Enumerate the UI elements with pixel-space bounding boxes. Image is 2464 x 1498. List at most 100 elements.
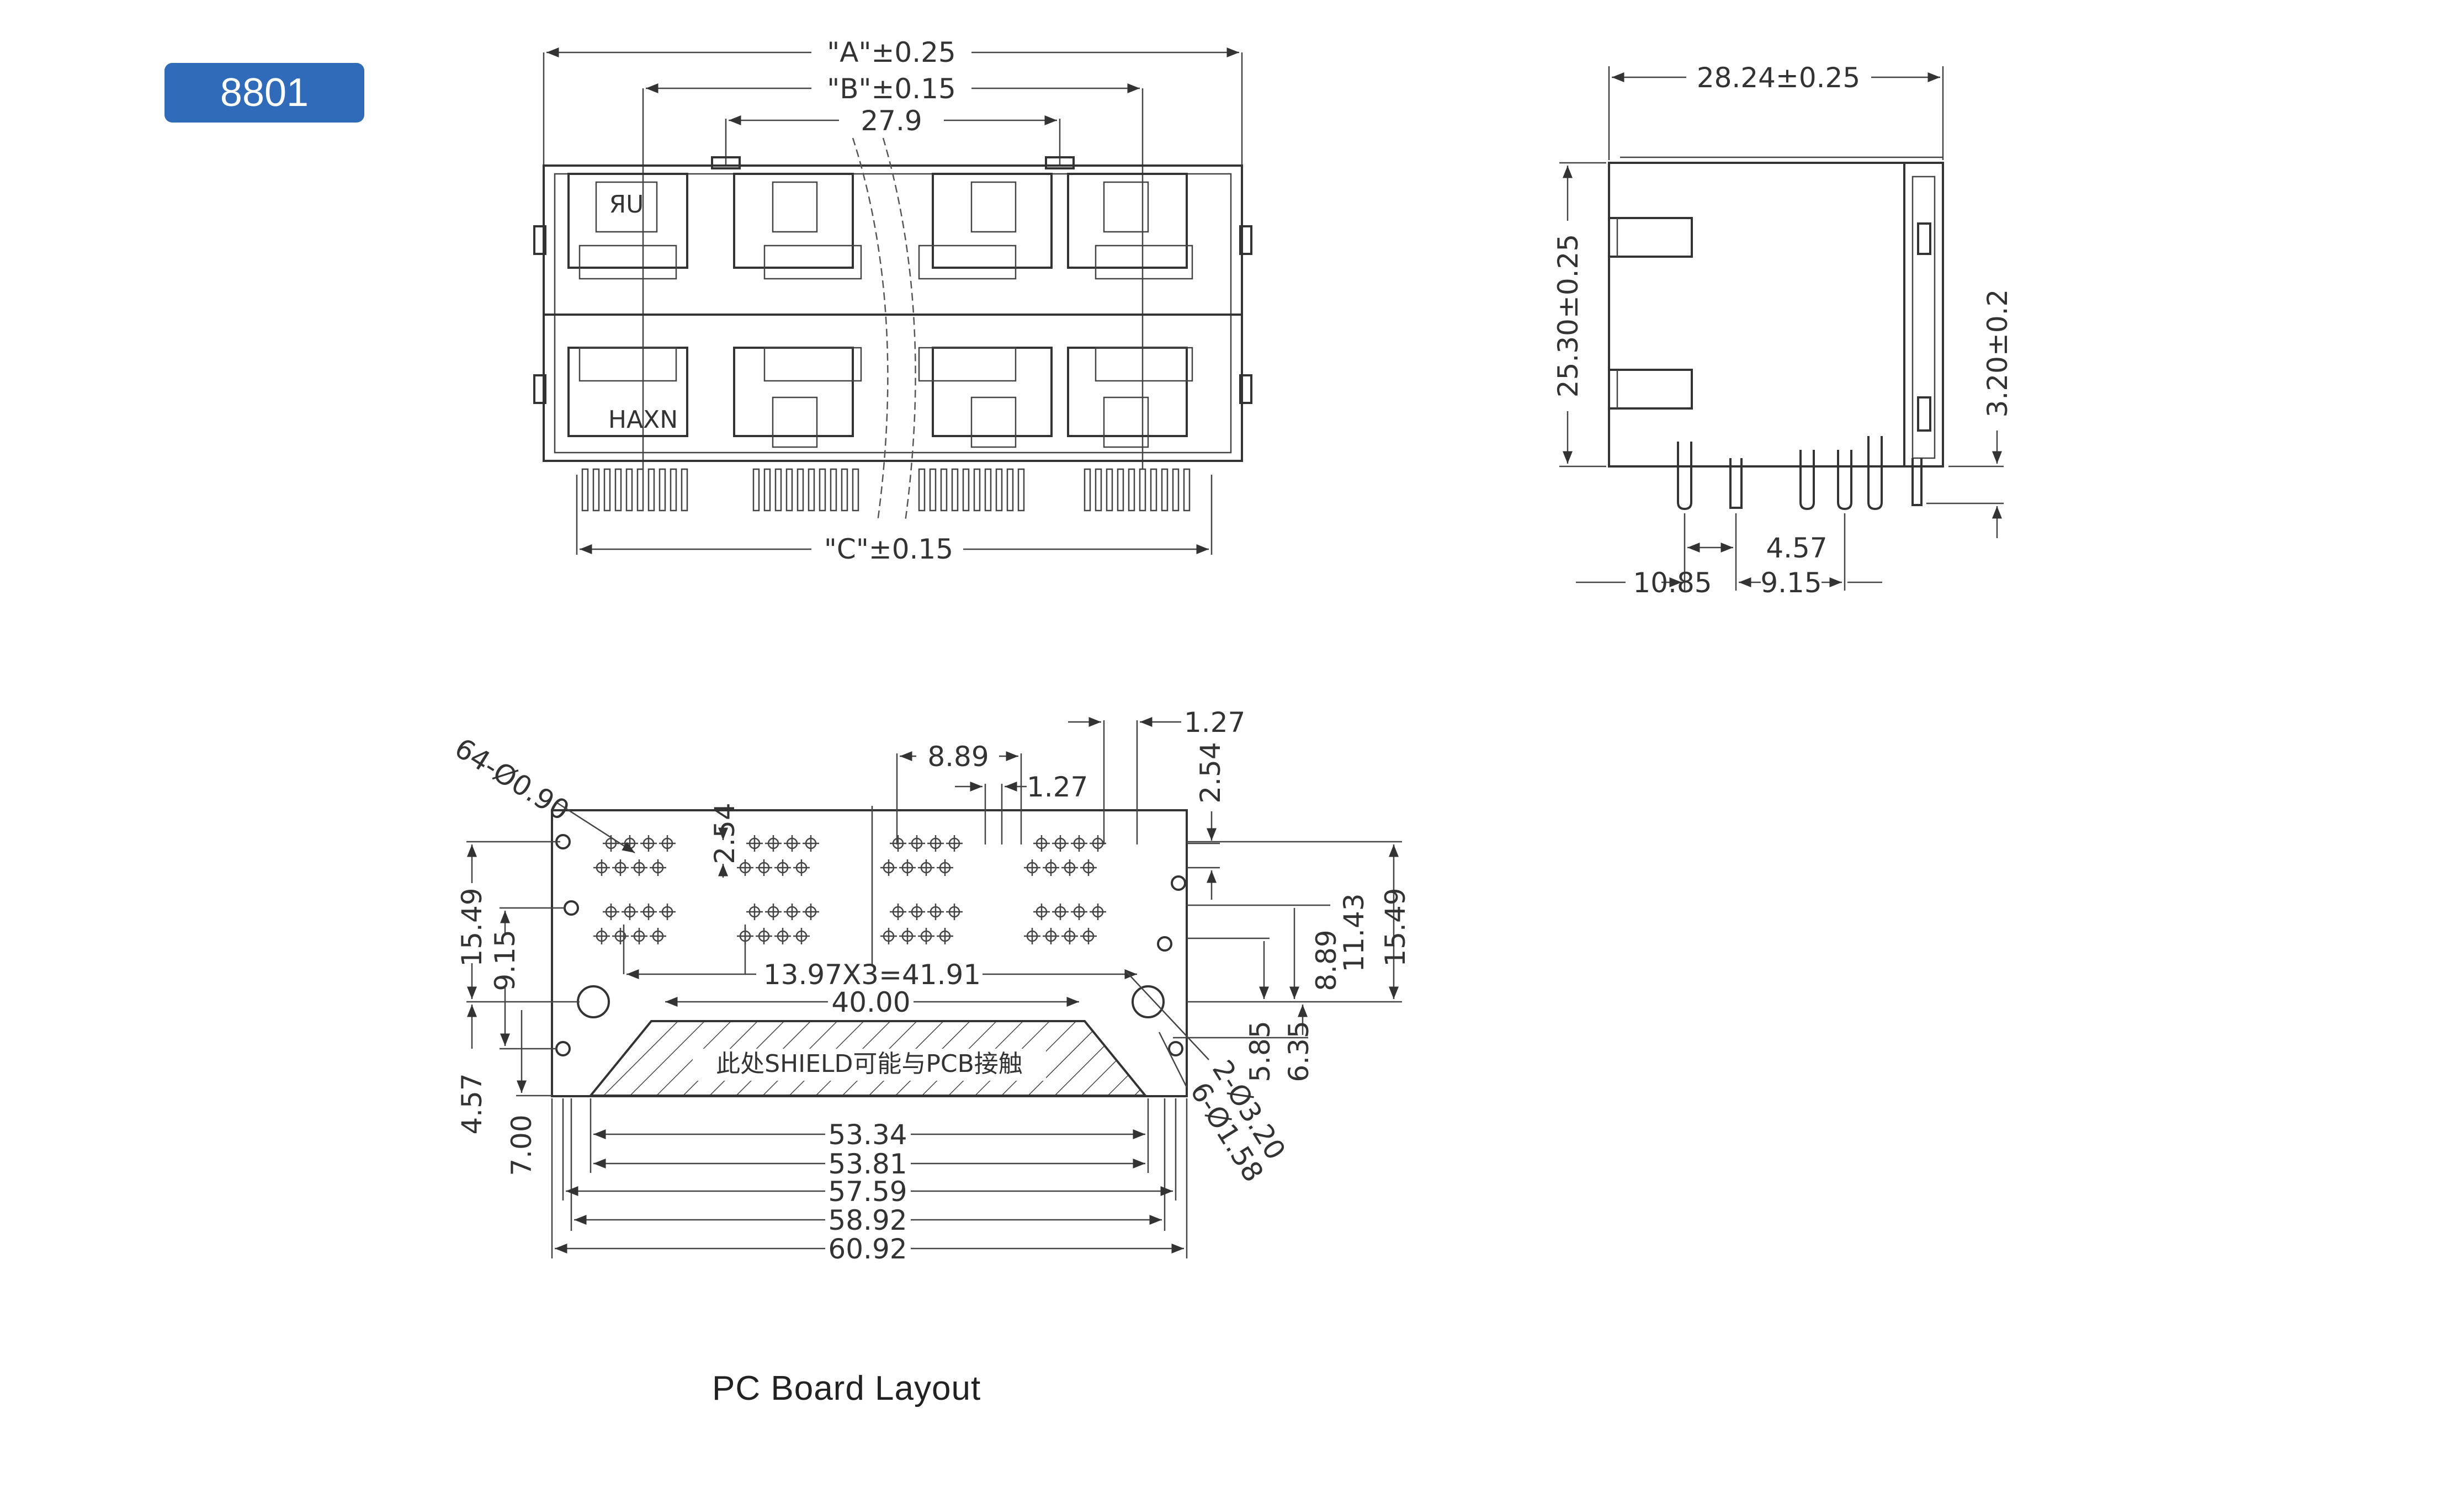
front-pin <box>951 468 959 512</box>
front-pin <box>752 468 760 512</box>
model-badge: 8801 <box>164 63 364 123</box>
pitch-127-top-label: 1.27 <box>1184 706 1245 739</box>
front-pin <box>581 468 589 512</box>
front-pin <box>625 468 633 512</box>
side-shield-rail <box>1911 176 1936 459</box>
port-7-bottom <box>932 347 1053 437</box>
front-pin <box>1139 468 1146 512</box>
side-body <box>1608 162 1944 468</box>
hole-count-label: 64-Ø0.90 <box>449 732 575 827</box>
port-5-contacts <box>578 347 677 382</box>
signal-holes <box>593 835 1106 944</box>
port-row-bottom: HAXN <box>567 347 1193 448</box>
side-pin-3 <box>1799 450 1815 511</box>
side-latch-bottom <box>1608 369 1693 410</box>
side-view: 28.24±0.25 25.30±0.25 3.20±0.2 <box>1552 62 2014 599</box>
front-pin <box>1183 468 1191 512</box>
shield-hole-2 <box>564 900 579 916</box>
port-7-contacts <box>918 347 1017 382</box>
break-line-right <box>882 137 916 522</box>
side-pin-5 <box>1867 436 1883 511</box>
front-pin <box>774 468 782 512</box>
side-pin-4 <box>1837 450 1852 511</box>
mount-hole-right <box>1132 985 1165 1018</box>
standoff-label: 3.20±0.2 <box>1982 289 2014 418</box>
front-pin <box>1084 468 1091 512</box>
latch-left-top <box>533 225 546 255</box>
front-pin <box>962 468 970 512</box>
port-3-contacts <box>918 245 1017 280</box>
front-pin <box>1006 468 1014 512</box>
port-3-latch <box>970 181 1017 233</box>
front-pin <box>984 468 992 512</box>
side-latch-top <box>1608 217 1693 258</box>
mount-hole-left <box>577 985 610 1018</box>
shield-holes-leader <box>1158 1032 1188 1088</box>
pcb-layout: 此处SHIELD可能与PCB接触 64-Ø0.90 1.27 8.89 1.27 <box>449 706 1411 1265</box>
front-pin <box>819 468 826 512</box>
right-635-label: 6.35 <box>1283 1021 1315 1082</box>
shield-hole-3 <box>555 1041 571 1056</box>
depth-label: 28.24±0.25 <box>1697 62 1860 94</box>
dim-b-label: "B"±0.15 <box>827 73 956 105</box>
front-pin <box>973 468 981 512</box>
shield-hole-5 <box>1157 936 1172 952</box>
front-view: "A"±0.25 "B"±0.15 27.9 <box>533 36 1252 565</box>
break-line-left <box>852 137 889 522</box>
port-8-contacts <box>1095 347 1193 382</box>
front-pin <box>1172 468 1180 512</box>
pitch-127-label: 1.27 <box>1027 771 1088 803</box>
front-pin <box>1128 468 1135 512</box>
port-4-latch <box>1103 181 1149 233</box>
front-pin <box>614 468 622 512</box>
shield-hole-4 <box>1171 875 1186 891</box>
height-label: 25.30±0.25 <box>1552 234 1584 397</box>
front-pin <box>1106 468 1113 512</box>
front-pin <box>763 468 771 512</box>
top-tab-right <box>1045 156 1075 169</box>
port-6-contacts <box>763 347 862 382</box>
pin-spacing-label: 4.57 <box>1766 532 1827 564</box>
pitch-254-right-label: 2.54 <box>1194 742 1226 803</box>
port-2-top <box>733 173 854 269</box>
right-1549-label: 15.49 <box>1379 888 1411 966</box>
latch-left-bottom <box>533 374 546 404</box>
port-4-contacts <box>1095 245 1193 280</box>
offset-right-label: 9.15 <box>1760 567 1822 599</box>
front-pin <box>681 468 688 512</box>
port-3-top <box>932 173 1053 269</box>
front-pin <box>659 468 666 512</box>
front-pin <box>995 468 1003 512</box>
model-number: 8801 <box>220 71 309 115</box>
side-pin-6 <box>1911 458 1923 506</box>
port-6-bottom <box>733 347 854 437</box>
front-pin <box>940 468 948 512</box>
pcb-layout-title: PC Board Layout <box>712 1369 981 1407</box>
front-pin <box>1117 468 1124 512</box>
port-1-top <box>567 173 688 269</box>
port-pitch-label: 13.97X3=41.91 <box>763 959 981 991</box>
housing-outline <box>543 164 1243 462</box>
pitch-889-label: 8.89 <box>927 741 989 773</box>
left-1549-label: 15.49 <box>456 888 488 966</box>
front-pin <box>603 468 611 512</box>
right-889-label: 8.89 <box>1310 929 1342 991</box>
front-pin <box>918 468 926 512</box>
ul-mark: ЯU <box>609 190 644 219</box>
port-7-latch <box>970 396 1017 448</box>
mount-holes-leader <box>1125 971 1209 1060</box>
right-1143-label: 11.43 <box>1338 893 1370 972</box>
hole-count-leader <box>557 802 635 854</box>
front-pin <box>785 468 793 512</box>
port-1-latch <box>595 181 658 233</box>
side-slot-bottom <box>1917 396 1931 432</box>
front-pin <box>647 468 655 512</box>
side-pin-2 <box>1729 458 1743 509</box>
width-40-label: 40.00 <box>831 986 910 1018</box>
w-5892-label: 58.92 <box>828 1204 907 1236</box>
front-pin <box>852 468 859 512</box>
front-pin <box>1161 468 1169 512</box>
port-8-bottom <box>1067 347 1188 437</box>
port-row-top: ЯU <box>567 173 1193 280</box>
